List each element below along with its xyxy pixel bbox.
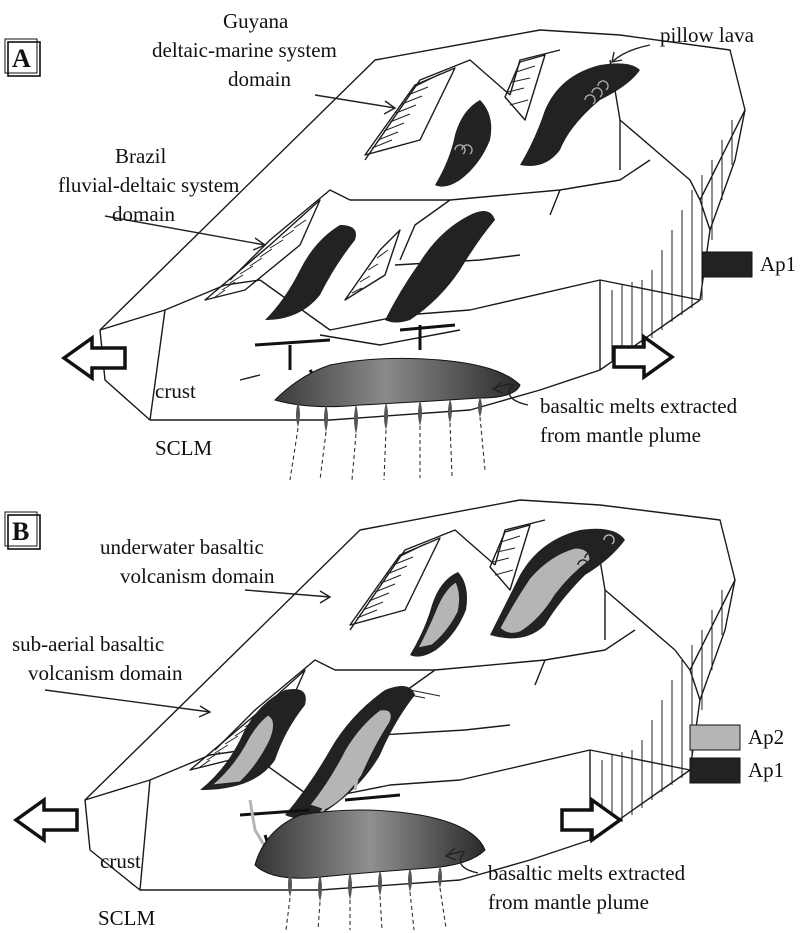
panel-a-letter: A [12, 44, 31, 73]
panel-a-left-domain-label-1: Brazil [115, 144, 166, 168]
panel-b-legend-swatch-ap1 [690, 758, 740, 783]
panel-b-legend-label-ap1: Ap1 [748, 758, 784, 782]
panel-a-mantle-plume [275, 358, 520, 480]
panel-a-melts-label-1: basaltic melts extracted [540, 394, 738, 418]
panel-a-legend-label-ap1: Ap1 [760, 252, 796, 276]
panel-a-ap1-flow-3 [265, 225, 356, 320]
panel-a-top-domain-label-1: Guyana [223, 9, 289, 33]
panel-a-ap1-flow-1 [435, 100, 491, 187]
panel-b-top-domain-label-2: volcanism domain [120, 564, 275, 588]
panel-b-mantle-plume [255, 810, 485, 930]
panel-a-legend-swatch-ap1 [702, 252, 752, 277]
panel-a: A [5, 9, 796, 480]
panel-b: B [5, 500, 784, 930]
panel-b-left-domain-label-2: volcanism domain [28, 661, 183, 685]
panel-a-crust-label: crust [155, 379, 196, 403]
panel-b-crust-label: crust [100, 849, 141, 873]
panel-b-melts-label-2: from mantle plume [488, 890, 649, 914]
panel-a-extension-arrow-left [64, 338, 125, 378]
panel-a-sclm-label: SCLM [155, 436, 213, 460]
panel-b-letter-box: B [5, 512, 40, 549]
panel-a-top-domain-label-3: domain [228, 67, 291, 91]
panel-a-extension-arrow-right [614, 337, 672, 377]
panel-a-ap1-flow-4 [385, 211, 495, 323]
panel-b-sclm-label: SCLM [98, 906, 156, 930]
panel-a-legend: Ap1 [702, 252, 796, 277]
panel-a-melts-label-2: from mantle plume [540, 423, 701, 447]
panel-a-left-domain-label-3: domain [112, 202, 175, 226]
panel-b-extension-arrow-left [16, 800, 77, 840]
panel-b-legend-swatch-ap2 [690, 725, 740, 750]
panel-a-pillow-lava-label: pillow lava [660, 23, 755, 47]
panel-a-top-domain-label-2: deltaic-marine system [152, 38, 337, 62]
panel-b-letter: B [12, 517, 29, 546]
panel-b-legend: Ap2 Ap1 [690, 725, 784, 783]
panel-a-left-domain-label-2: fluvial-deltaic system [58, 173, 239, 197]
panel-b-extension-arrow-right [562, 800, 620, 840]
panel-a-ap1-flows [255, 63, 640, 395]
panel-b-legend-label-ap2: Ap2 [748, 725, 784, 749]
panel-b-melts-label-1: basaltic melts extracted [488, 861, 686, 885]
panel-b-top-domain-label-1: underwater basaltic [100, 535, 264, 559]
panel-a-letter-box: A [5, 39, 40, 76]
panel-b-left-domain-label-1: sub-aerial basaltic [12, 632, 164, 656]
